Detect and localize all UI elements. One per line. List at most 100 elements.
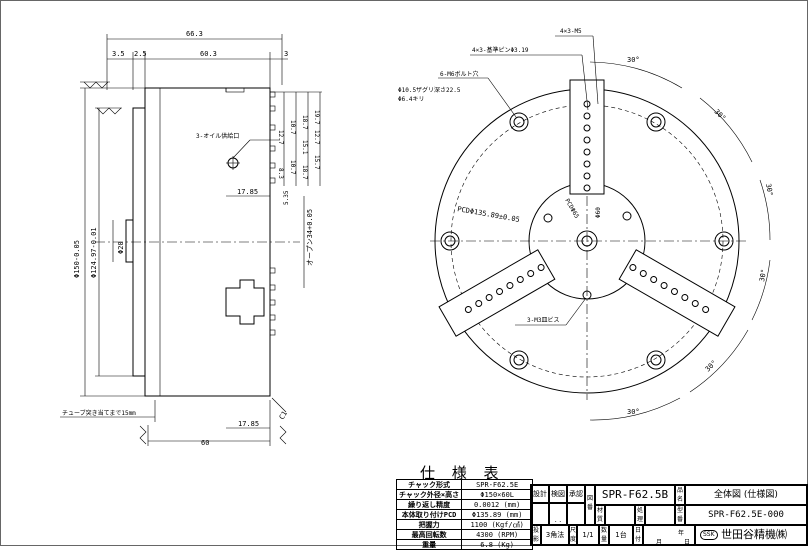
step-dim-inner-2: 12.7 [277,130,284,145]
tb-katashiki-label: 型番 [675,505,685,525]
dim-17-85-bottom: 17.85 [238,420,259,428]
jaw-lower-right [618,249,736,337]
tb-scale: 1/1 [577,525,599,545]
spec-key: チャック形式 [395,479,463,490]
dim-flange: 3.5 [112,50,125,58]
tb-year: 年 [678,530,685,537]
spec-value: 4300 (RPM) [461,529,534,540]
spec-value: SPR-F62.5E [461,479,534,490]
dim-17-85-top: 17.85 [237,188,258,196]
tb-zairyo [605,505,635,525]
dim-60: 60 [201,439,209,447]
angle-1: 30° [627,56,640,64]
step-dim-6: 8.3 [277,168,284,179]
spec-value: 1100 (Kgf/㎠) [461,519,534,530]
tb-qty-label: 数量 [599,525,609,545]
dim-dia-20: Φ20 [117,241,125,254]
tb-scale-label: 尺度 [569,525,577,545]
jaw-lower-left [438,249,556,337]
tb-zairyo-label: 材質 [595,505,605,525]
dim-open-34: オープン34+0.05 [306,209,314,266]
tb-date: 年 月 日 [643,525,695,546]
dim-step: 2.5 [134,50,147,58]
label-d60: Φ60 [595,207,602,218]
step-dim-3: 15.1 [301,140,308,155]
angle-6: 30° [627,408,640,416]
spec-key: 本体取り付けPCD [395,509,463,520]
oil-port-note: 3-オイル供給口 [196,132,239,140]
tb-tousho: 3角法 [541,525,569,545]
spec-value: Φ150×60L [461,489,534,500]
step-dim-inner-1: 10.7 [289,120,296,135]
step-dim-inner-4: 18.7 [301,165,308,180]
spec-title: 仕 様 表 [420,464,505,482]
label-drill: Φ6.4キリ [398,96,424,103]
tb-sekkei: 設計 [531,485,549,503]
m3-screw-1 [582,290,592,300]
company-name: 世田谷精機㈱ [721,528,788,541]
label-pin: 4×3-基準ピンΦ3.19 [472,46,529,54]
tb-company: SSK 世田谷精機㈱ [695,525,807,545]
m3-screw-2 [543,213,553,223]
title-block: 設計 検図 承認 . . 図番 SPR-F62.5B 材質 処理 品名 全体図 … [530,484,808,546]
step-dim-4: 12.7 [313,130,320,145]
label-counterbore: Φ10.5ザグリ深さ22.5 [398,86,461,94]
tb-zuban: SPR-F62.5B [595,485,675,505]
dim-body-width: 60.3 [200,50,217,58]
bolt-holes [440,112,734,370]
tb-dots: . . [531,517,585,525]
step-dim-1: 19.7 [313,110,320,125]
tb-shori-label: 処理 [635,505,645,525]
spec-value: 6.8 (Kg) [461,539,534,550]
fitting-block [225,279,265,325]
chuck-spigot [125,219,134,263]
spec-key: 重量 [395,539,463,550]
tb-katashiki: SPR-F62.5E-000 [685,505,807,525]
tb-date-label: 日付 [633,525,643,545]
tb-qty: 1台 [609,525,633,545]
side-view: 66.3 3.5 2.5 60.3 3 [60,30,322,447]
m3-screw-3 [622,211,632,221]
label-pcd65: PCDΦ65 [563,198,580,221]
angle-4: 30° [758,268,768,282]
tb-tousho-label: 投影 [531,525,541,545]
label-m3: 3-M3皿ビス [527,316,559,324]
spec-key: 把握力 [395,519,463,530]
tube-note: チューブ突き当てまで15mm [62,409,136,417]
tb-zuban-label: 図番 [585,485,595,525]
angle-3: 30° [764,183,774,197]
spec-key: チャック外径×高さ [395,489,463,500]
jaw-top [569,79,605,195]
label-m5: 4×3-M5 [560,28,582,35]
step-dim-2: 18.7 [301,115,308,130]
tb-month: 月 [656,539,663,546]
spec-value: 0.0012 (mm) [461,499,534,510]
tb-shori [645,505,675,525]
dim-dia-150: Φ150-0.05 [73,240,81,278]
company-logo: SSK [700,530,718,540]
tb-shonin: 承認 [567,485,585,503]
tb-kenzu: 検図 [549,485,567,503]
dim-overall-width: 66.3 [186,30,203,38]
dim-5-35: 5.35 [283,190,290,205]
tb-day: 日 [684,539,691,546]
angle-2: 30° [713,108,728,123]
front-view: 30° 30° 30° 30° 30° 30° 4×3-M5 4×3-基準ピンΦ… [398,28,774,421]
dim-c1: C1 [278,410,289,421]
spec-value: Φ135.89 (mm) [461,509,534,520]
dim-dia-124: Φ124.97-0.01 [90,227,98,278]
label-bolt: 6-M6ボルト穴 [440,70,478,78]
tb-hinmei: 全体図 (仕様図) [685,485,807,505]
step-dim-inner-3: 15.7 [313,155,320,170]
spec-key: 繰り返し精度 [395,499,463,510]
tb-hinmei-label: 品名 [675,485,685,505]
dim-right-gap: 3 [284,50,288,58]
